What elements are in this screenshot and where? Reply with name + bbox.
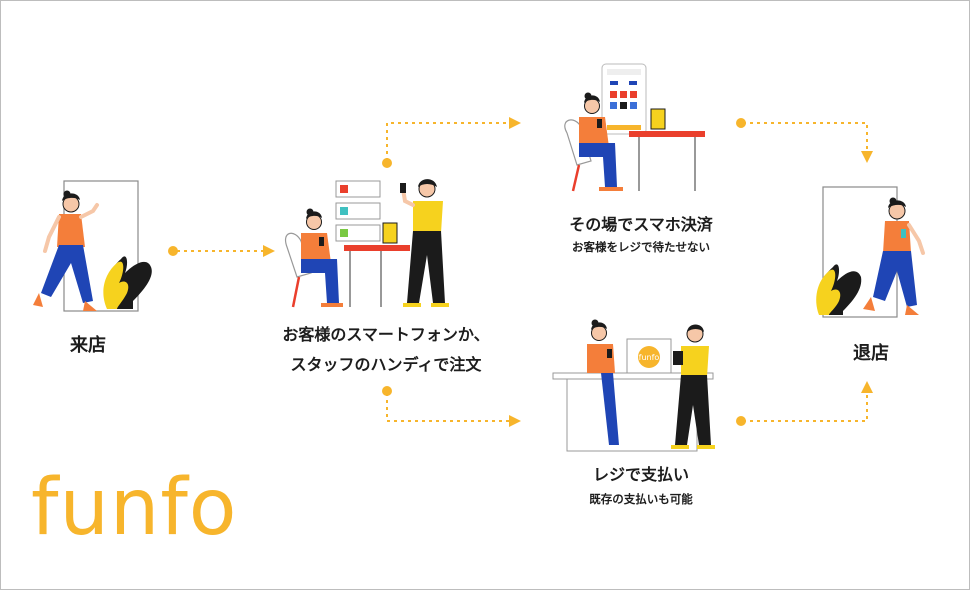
- pay-phone-illustration: [565, 64, 705, 191]
- register-screen-logo: funfo: [639, 353, 660, 362]
- leave-label: 退店: [831, 339, 911, 365]
- pay-phone-subtitle: お客様をレジで待たせない: [531, 239, 751, 255]
- order-illustration: [286, 179, 449, 307]
- pay-phone-title: その場でスマホ決済: [531, 211, 751, 235]
- arrow-order-to-register: [387, 393, 509, 421]
- pay-register-title: レジで支払い: [531, 461, 751, 485]
- pay-register-subtitle: 既存の支払いも可能: [531, 491, 751, 507]
- arrive-label: 来店: [53, 331, 123, 357]
- arrow-phone-to-leave: [743, 123, 867, 151]
- funfo-logo: funfo: [31, 469, 238, 547]
- order-label-line1: お客様のスマートフォンか、: [241, 321, 531, 345]
- pay-register-illustration: funfo: [553, 320, 715, 452]
- arrow-register-to-leave: [743, 393, 867, 421]
- connectors: [177, 123, 867, 421]
- connector-heads: [168, 117, 873, 427]
- arrive-illustration: [33, 181, 152, 311]
- arrow-order-to-phone: [387, 123, 509, 161]
- leave-illustration: [816, 187, 923, 317]
- funfo-logo-text: funfo: [31, 463, 238, 553]
- order-label-line2: スタッフのハンディで注文: [241, 351, 531, 375]
